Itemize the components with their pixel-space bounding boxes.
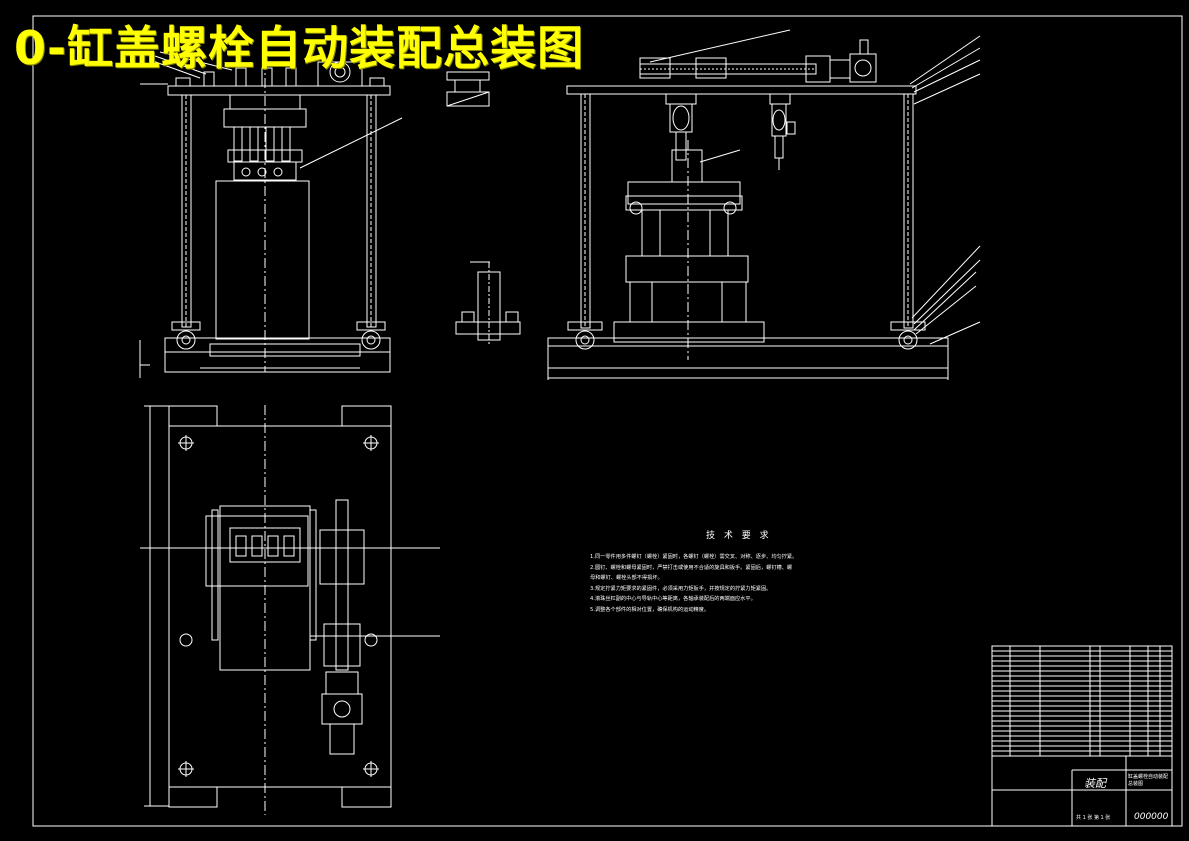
title-block xyxy=(991,645,1173,827)
tech-requirements-notes: 1.同一零件用多件螺钉（螺栓）紧固时，各螺钉（螺栓）需交叉、对称、逐步、均匀拧紧… xyxy=(590,552,797,615)
title-block-number: 000000 xyxy=(1134,812,1169,822)
title-block-sheet: 共 1 张 第 1 张 xyxy=(1076,815,1111,821)
tech-requirements-heading: 技 术 要 求 xyxy=(706,531,772,541)
title-block-name: 缸盖螺栓自动装配总装图 xyxy=(1128,774,1169,787)
outer-border xyxy=(32,15,1183,827)
tech-note: 3.规定拧紧力矩要求的紧固件，必须采用力矩扳手，并按规定的拧紧力矩紧固。 xyxy=(590,585,772,592)
drawing-title: 0-缸盖螺栓自动装配总装图 xyxy=(14,21,585,75)
tech-note: 1.同一零件用多件螺钉（螺栓）紧固时，各螺钉（螺栓）需交叉、对称、逐步、均匀拧紧… xyxy=(590,554,798,560)
side-view xyxy=(547,29,981,380)
tech-note: 5.调整各个部件的相对位置，确保机构的运动精度。 xyxy=(590,606,710,613)
section-detail-a xyxy=(455,261,521,345)
tech-note: 4.滚珠丝杠副的中心与导轨中心等距离，各轴承装配后的两端面应水平。 xyxy=(590,596,756,602)
tech-note: 2.圆钉、螺栓和螺母紧固时，严禁打击或使用不合适的旋具和扳手。紧固后，螺钉槽、螺 xyxy=(590,564,793,571)
section-detail-top xyxy=(446,71,490,107)
tech-note: 母和螺钉、螺栓头部不得损坏。 xyxy=(590,575,663,581)
front-view xyxy=(139,51,403,378)
plan-view xyxy=(140,405,440,815)
title-block-type: 装配 xyxy=(1084,777,1106,790)
